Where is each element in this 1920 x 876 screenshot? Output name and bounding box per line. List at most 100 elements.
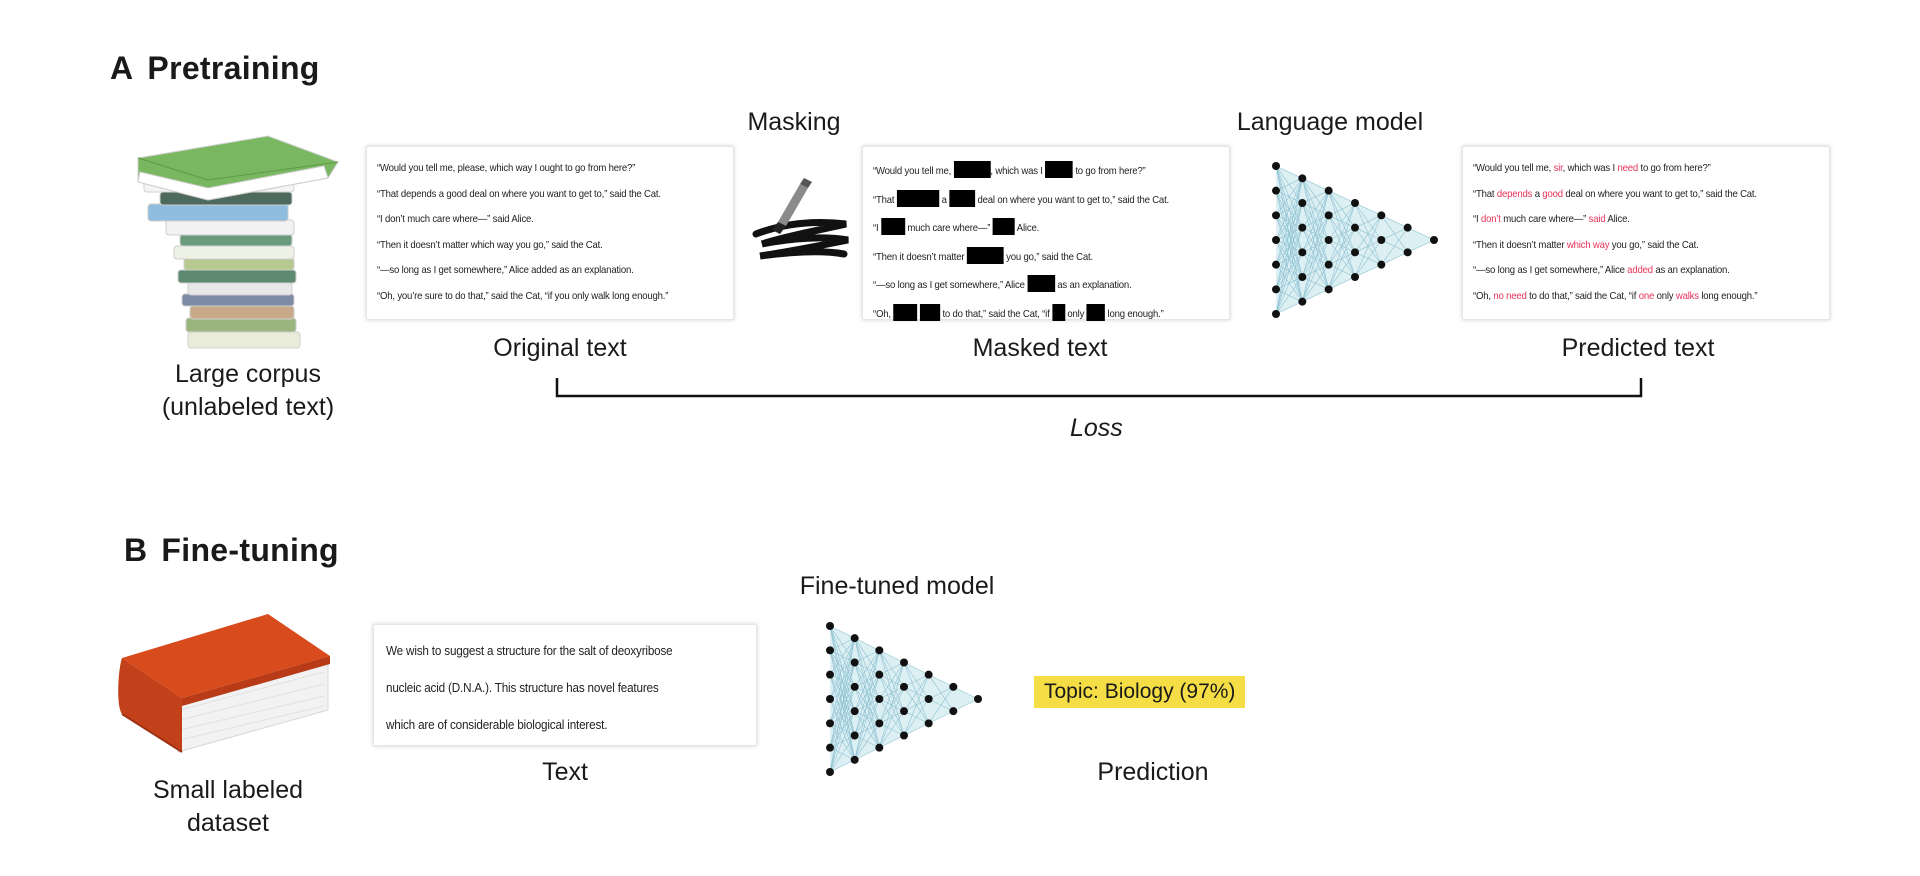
network-edge xyxy=(829,759,855,773)
network-node xyxy=(924,670,933,679)
original-text-line: “—so long as I get somewhere,” Alice add… xyxy=(377,265,634,277)
masking-heading: Masking xyxy=(747,108,841,136)
network-edge xyxy=(953,698,979,712)
network-edge xyxy=(1354,202,1382,216)
network-node xyxy=(875,646,884,655)
network-node xyxy=(826,743,834,752)
section-a-label: Pretraining xyxy=(147,50,320,86)
network-edge xyxy=(1328,202,1356,216)
network-node xyxy=(1324,186,1333,195)
mask-block xyxy=(949,189,976,207)
network-node xyxy=(1351,248,1359,257)
network-edge xyxy=(1328,202,1356,265)
network-node xyxy=(1430,236,1438,244)
network-node xyxy=(1351,223,1359,232)
network-node xyxy=(1298,174,1307,183)
network-node xyxy=(1272,186,1280,195)
network-edge xyxy=(928,710,954,724)
network-edge xyxy=(1354,215,1382,278)
predicted-word: said xyxy=(1588,214,1606,226)
network-edge xyxy=(1302,190,1329,253)
network-node xyxy=(1324,260,1333,269)
network-edge xyxy=(1381,215,1408,228)
masked-text-box: “Would you tell me, , which was I to go … xyxy=(862,146,1230,321)
network-edge xyxy=(1275,178,1303,315)
original-text-box: “Would you tell me, please, which way I … xyxy=(366,146,734,320)
text-segment: deal on where you want to get to,” said … xyxy=(975,194,1170,206)
finetune-text-caption: Text xyxy=(542,758,588,786)
mask-block xyxy=(896,189,940,207)
finetune-text-line: We wish to suggest a structure for the s… xyxy=(386,644,673,658)
network-edge xyxy=(903,723,929,736)
corpus-caption-line-1: Large corpus xyxy=(175,360,321,388)
network-node xyxy=(1324,285,1333,294)
original-text-caption: Original text xyxy=(493,334,627,362)
mask-block xyxy=(966,246,1004,264)
network-node xyxy=(1324,211,1333,220)
network-node xyxy=(1272,285,1280,294)
original-text-line: “I don’t much care where—” said Alice. xyxy=(377,214,534,226)
network-edge xyxy=(903,674,929,736)
text-segment: you go,” said the Cat. xyxy=(1609,239,1699,251)
network-edge xyxy=(879,662,905,748)
network-edge xyxy=(854,650,880,688)
network-edge xyxy=(1354,239,1382,278)
predicted-text-lines: “Would you tell me, sir, which was I nee… xyxy=(1473,161,1819,304)
network-edge xyxy=(1302,190,1329,278)
predicted-text-line: “—so long as I get somewhere,” Alice add… xyxy=(1473,263,1791,278)
network-edge xyxy=(1275,252,1303,315)
predicted-word: don’t xyxy=(1480,214,1501,226)
network-node xyxy=(850,707,859,716)
original-text-line: “That depends a good deal on where you w… xyxy=(377,188,661,200)
network-node xyxy=(850,634,859,643)
text-segment: “Oh, xyxy=(873,308,894,320)
network-edge xyxy=(1275,227,1303,315)
network-node xyxy=(875,670,884,679)
finetune-text-line: which are of considerable biological int… xyxy=(386,718,608,732)
network-edge xyxy=(829,638,855,748)
network-edge xyxy=(1354,264,1382,278)
predicted-text-line: “Then it doesn’t matter which way you go… xyxy=(1473,238,1791,253)
network-edge xyxy=(1407,227,1435,241)
network-node xyxy=(1351,273,1359,281)
predicted-text-line: “Oh, no need to do that,” said the Cat, … xyxy=(1473,289,1791,304)
network-node xyxy=(1298,297,1307,306)
network-node xyxy=(875,719,884,728)
masked-text-line: “That a deal on where you want to get to… xyxy=(873,189,1191,208)
network-edge xyxy=(928,686,954,700)
text-segment: “I xyxy=(873,223,881,235)
text-segment: much care where—” xyxy=(1500,214,1589,226)
network-node xyxy=(1298,273,1307,281)
dataset-caption-line-1: Small labeled xyxy=(152,776,304,804)
predicted-text-line: “I don’t much care where—” said Alice. xyxy=(1473,212,1791,227)
network-node xyxy=(875,695,884,703)
text-segment: “I xyxy=(1473,214,1481,226)
text-segment: to do that,” said the Cat, “if xyxy=(1526,290,1639,302)
network-edge xyxy=(879,662,905,724)
mask-block xyxy=(1086,303,1106,321)
text-segment: a xyxy=(1532,188,1543,200)
network-node xyxy=(1272,162,1280,170)
marker-scribble-icon xyxy=(752,178,849,260)
text-segment: Alice. xyxy=(1014,223,1040,235)
network-edge xyxy=(879,686,905,748)
finetuned-model-heading: Fine-tuned model xyxy=(799,572,995,600)
text-segment: “Then it doesn’t matter xyxy=(1473,239,1567,251)
network-edge xyxy=(1302,289,1329,302)
loss-label: Loss xyxy=(1070,414,1123,442)
network-edge xyxy=(1328,190,1356,204)
masked-text-caption: Masked text xyxy=(972,334,1108,362)
network-edge xyxy=(953,686,979,700)
book-stack-icon xyxy=(137,135,339,349)
text-segment: to go from here?” xyxy=(1072,166,1146,177)
network-edge xyxy=(1275,202,1303,315)
network-node xyxy=(1377,236,1386,244)
text-segment: “That xyxy=(1473,188,1497,200)
network-edge xyxy=(854,723,880,761)
text-segment: “—so long as I get somewhere,” Alice xyxy=(1473,265,1628,277)
finetune-text-lines: We wish to suggest a structure for the s… xyxy=(386,641,744,735)
predicted-word: no need xyxy=(1493,290,1527,302)
network-node xyxy=(875,743,884,752)
network-edge xyxy=(879,662,905,675)
network-edge xyxy=(1354,215,1382,253)
